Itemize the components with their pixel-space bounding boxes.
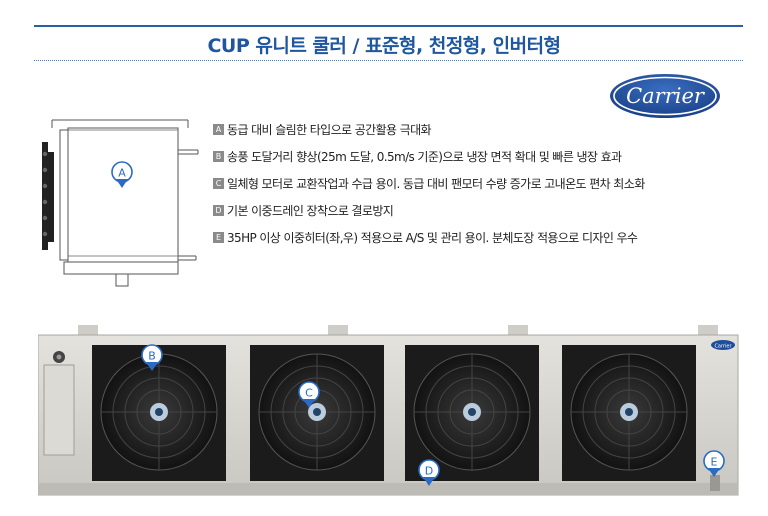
marker-c: C [213, 178, 224, 189]
svg-text:D: D [425, 465, 433, 478]
feature-list: A 동급 대비 슬림한 타입으로 공간활용 극대화 B 송풍 도달거리 향상(2… [213, 120, 753, 255]
feature-item-e: E 35HP 이상 이중히터(좌,우) 적용으로 A/S 및 관리 용이. 분체… [213, 228, 753, 255]
feature-text: 기본 이중드레인 장착으로 결로방지 [227, 204, 394, 218]
fan-panel-2 [250, 345, 384, 481]
unit-cooler-photo: Carrier B C D E [38, 325, 739, 496]
fan-panel-4 [562, 345, 696, 481]
feature-item-c: C 일체형 모터로 교환작업과 수급 용이. 동급 대비 팬모터 수량 증가로 … [213, 174, 753, 201]
feature-text: 35HP 이상 이중히터(좌,우) 적용으로 A/S 및 관리 용이. 분체도장… [227, 231, 638, 245]
top-rule [34, 25, 743, 27]
svg-text:E: E [711, 456, 718, 469]
callout-b: B [141, 344, 163, 371]
svg-text:C: C [305, 387, 313, 400]
svg-text:A: A [118, 167, 126, 180]
feature-item-a: A 동급 대비 슬림한 타입으로 공간활용 극대화 [213, 120, 753, 147]
fan-panel-1 [92, 345, 226, 481]
carrier-logo: Carrier [610, 74, 720, 118]
callout-a: A [111, 161, 133, 188]
feature-item-d: D 기본 이중드레인 장착으로 결로방지 [213, 201, 753, 228]
callout-d: D [418, 459, 440, 486]
side-view-drawing: A [42, 119, 199, 287]
logo-text: Carrier [626, 84, 706, 108]
svg-text:B: B [148, 350, 156, 363]
page-title: CUP 유니트 쿨러 / 표준형, 천정형, 인버터형 [207, 35, 561, 57]
fan-panel-3 [405, 345, 539, 481]
marker-b: B [213, 151, 224, 162]
unit-badge: Carrier [711, 340, 735, 350]
feature-text: 송풍 도달거리 향상(25m 도달, 0.5m/s 기준)으로 냉장 면적 확대… [227, 150, 622, 164]
feature-item-b: B 송풍 도달거리 향상(25m 도달, 0.5m/s 기준)으로 냉장 면적 … [213, 147, 753, 174]
marker-a: A [213, 124, 224, 135]
svg-text:Carrier: Carrier [714, 344, 732, 350]
dotted-divider [34, 60, 743, 61]
marker-d: D [213, 205, 224, 216]
feature-text: 일체형 모터로 교환작업과 수급 용이. 동급 대비 팬모터 수량 증가로 고내… [227, 177, 645, 191]
callout-e: E [703, 450, 725, 477]
callout-c: C [298, 381, 320, 408]
feature-text: 동급 대비 슬림한 타입으로 공간활용 극대화 [227, 123, 432, 137]
marker-e: E [213, 232, 224, 243]
